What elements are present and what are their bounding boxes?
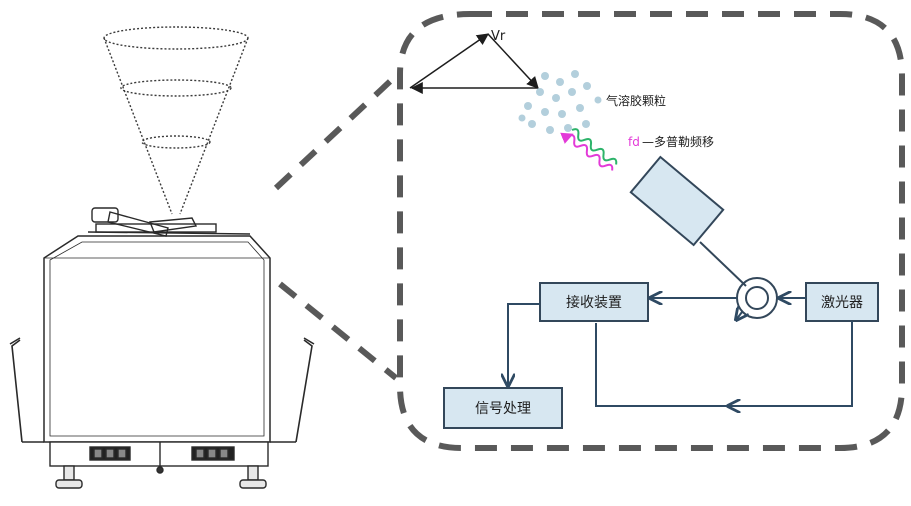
doppler-symbol: fd	[628, 135, 640, 149]
lidar-instrument	[9, 26, 315, 489]
signal-label: 信号处理	[475, 401, 531, 417]
velocity-triangle	[409, 33, 539, 94]
instrument-body	[43, 235, 271, 443]
aerosol-particles	[518, 70, 602, 134]
leveling-feet	[55, 465, 267, 489]
circulator	[736, 277, 778, 319]
aerosol-label: 气溶胶颗粒	[606, 93, 666, 108]
doppler-label: —多普勒频移	[642, 135, 714, 149]
signal-box	[443, 387, 563, 429]
receiver-box	[539, 282, 649, 322]
laser-label: 激光器	[821, 294, 863, 311]
side-handles	[9, 337, 315, 443]
laser-box	[805, 282, 879, 322]
doppler-wave-green	[571, 128, 618, 165]
doppler-wave-magenta	[560, 132, 614, 171]
flow-arrows	[508, 298, 853, 406]
scan-cone	[103, 26, 249, 215]
instrument-base	[49, 441, 269, 474]
scanner-head	[87, 207, 251, 237]
velocity-label: Vr	[491, 29, 506, 44]
laser-head	[629, 155, 725, 247]
beam-line	[699, 241, 747, 287]
receiver-label: 接收装置	[566, 294, 622, 311]
zoom-lines	[273, 71, 401, 381]
detail-frame	[397, 11, 905, 451]
